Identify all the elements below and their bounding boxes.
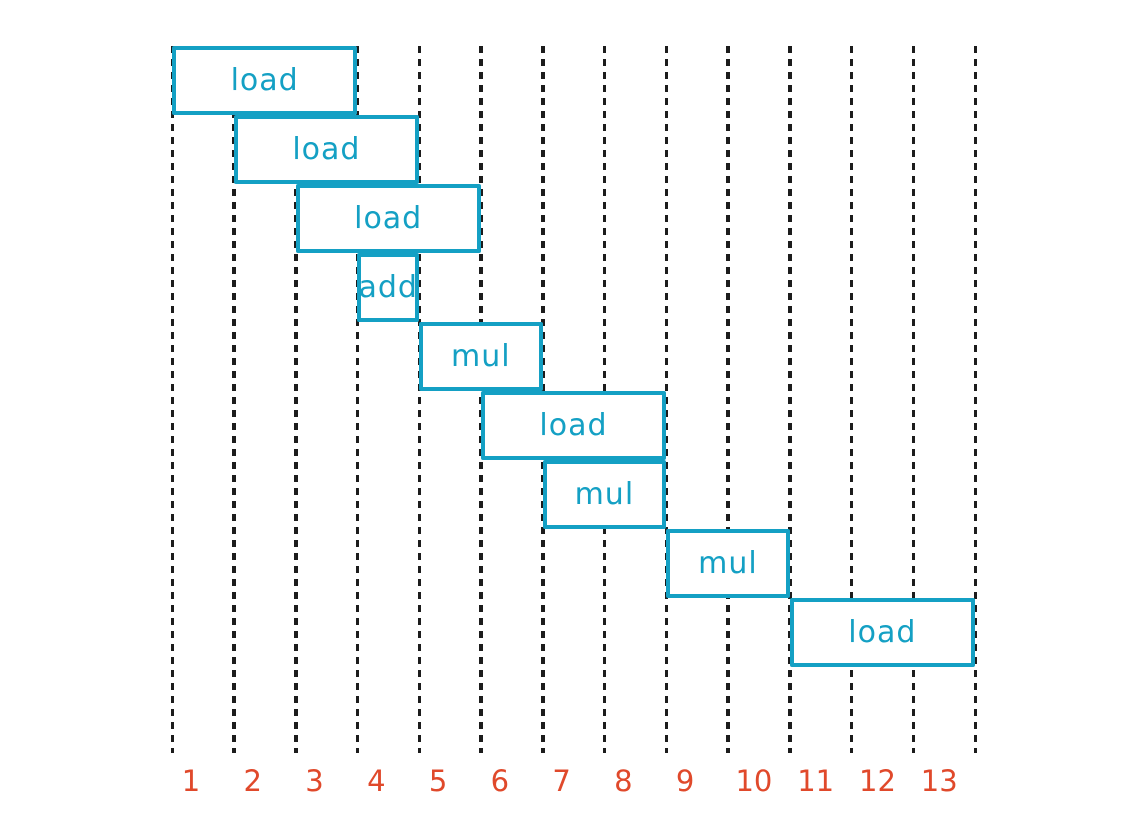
task-box-add: add	[357, 253, 420, 322]
task-box-load: load	[172, 46, 358, 115]
cycle-gridline	[417, 46, 422, 753]
cycle-gridline	[849, 46, 854, 753]
cycle-gridline	[973, 46, 977, 753]
cycle-gridline	[664, 46, 669, 753]
task-box-mul: mul	[419, 322, 543, 391]
x-tick-label: 9	[675, 764, 695, 798]
task-label: load	[292, 132, 361, 167]
cycle-gridline	[788, 46, 792, 753]
task-label: add	[358, 270, 418, 305]
x-tick-label: 7	[552, 764, 571, 798]
x-tick-label: 8	[614, 764, 633, 798]
x-tick-label: 10	[735, 764, 773, 798]
task-box-load: load	[480, 391, 667, 460]
task-box-load: load	[233, 115, 420, 184]
task-box-load: load	[295, 184, 481, 253]
task-label: load	[848, 615, 917, 650]
x-tick-label: 12	[859, 764, 896, 798]
task-label: mul	[698, 546, 758, 581]
task-label: mul	[574, 477, 635, 512]
x-tick-label: 5	[428, 764, 448, 798]
x-tick-label: 1	[181, 764, 201, 798]
task-box-mul: mul	[542, 460, 667, 529]
cycle-gridline	[911, 46, 916, 753]
task-label: load	[354, 201, 423, 236]
x-tick-label: 13	[920, 764, 958, 798]
x-tick-label: 6	[490, 764, 510, 798]
cycle-gridline	[294, 46, 298, 753]
x-tick-label: 3	[305, 764, 324, 798]
cycle-gridline	[726, 46, 730, 753]
x-tick-label: 4	[367, 764, 386, 798]
task-label: mul	[451, 339, 511, 374]
x-tick-label: 2	[243, 764, 262, 798]
task-box-mul: mul	[666, 529, 790, 598]
task-label: load	[539, 408, 608, 443]
cycle-gridline	[170, 46, 174, 753]
task-box-load: load	[789, 598, 975, 667]
cycle-gridline	[355, 46, 360, 753]
task-label: load	[230, 63, 299, 98]
cycle-gridline	[232, 46, 236, 753]
x-tick-label: 11	[797, 764, 835, 798]
